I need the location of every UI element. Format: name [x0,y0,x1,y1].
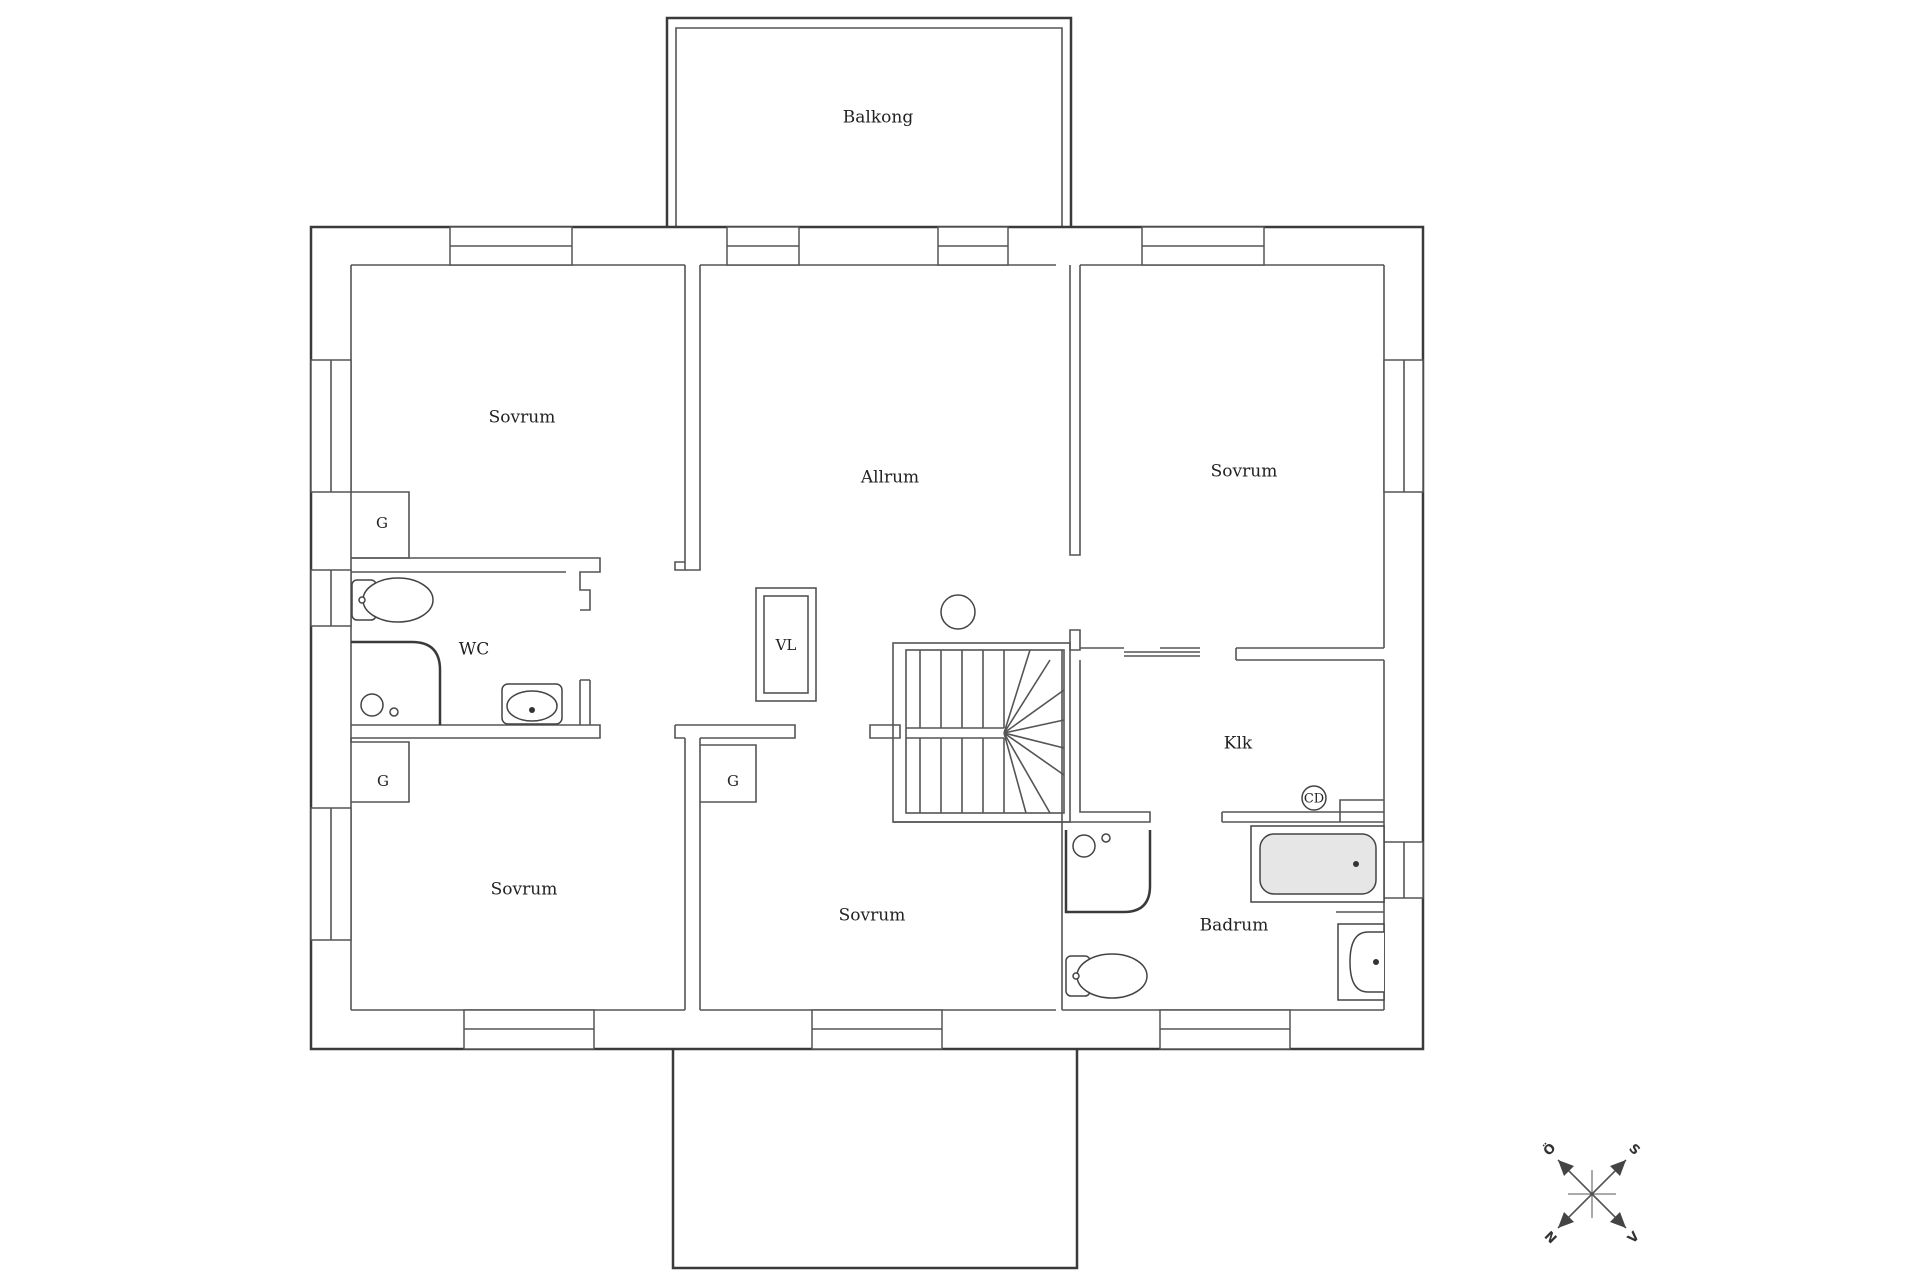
compass-o: Ö [1540,1140,1559,1159]
room-label-laundry: Klk [1224,734,1253,754]
closet-label-sw: G [377,772,389,790]
lower-terrace [671,1049,1079,1270]
room-label-bathroom: Badrum [1200,916,1269,936]
compass-s: S [1625,1141,1642,1158]
small-labels: G G G CD [376,514,1324,807]
room-label-bedroom-ne: Sovrum [1211,462,1278,482]
wc-fixtures [351,577,563,725]
compass-v: V [1625,1229,1643,1247]
balcony [665,16,1073,227]
compass-icon: Ö S N V [1540,1140,1643,1247]
room-label-bedroom-nw: Sovrum [489,408,556,428]
compass-n: N [1541,1229,1559,1247]
vl-label: VL [775,636,797,654]
room-label-family-room: Allrum [860,468,919,488]
staircase [892,594,1071,823]
room-labels: Balkong Sovrum Allrum Sovrum WC Sovrum S… [459,108,1278,936]
closet-label-s: G [727,772,739,790]
room-label-bedroom-s: Sovrum [839,906,906,926]
room-label-balcony: Balkong [843,108,914,128]
closet-label-nw: G [376,514,388,532]
room-label-bedroom-sw: Sovrum [491,880,558,900]
cd-label: CD [1304,792,1324,807]
windows [310,226,1424,1050]
bathroom-fixtures [1064,785,1385,1001]
room-label-wc: WC [459,640,489,660]
vl-unit: VL [755,587,817,702]
